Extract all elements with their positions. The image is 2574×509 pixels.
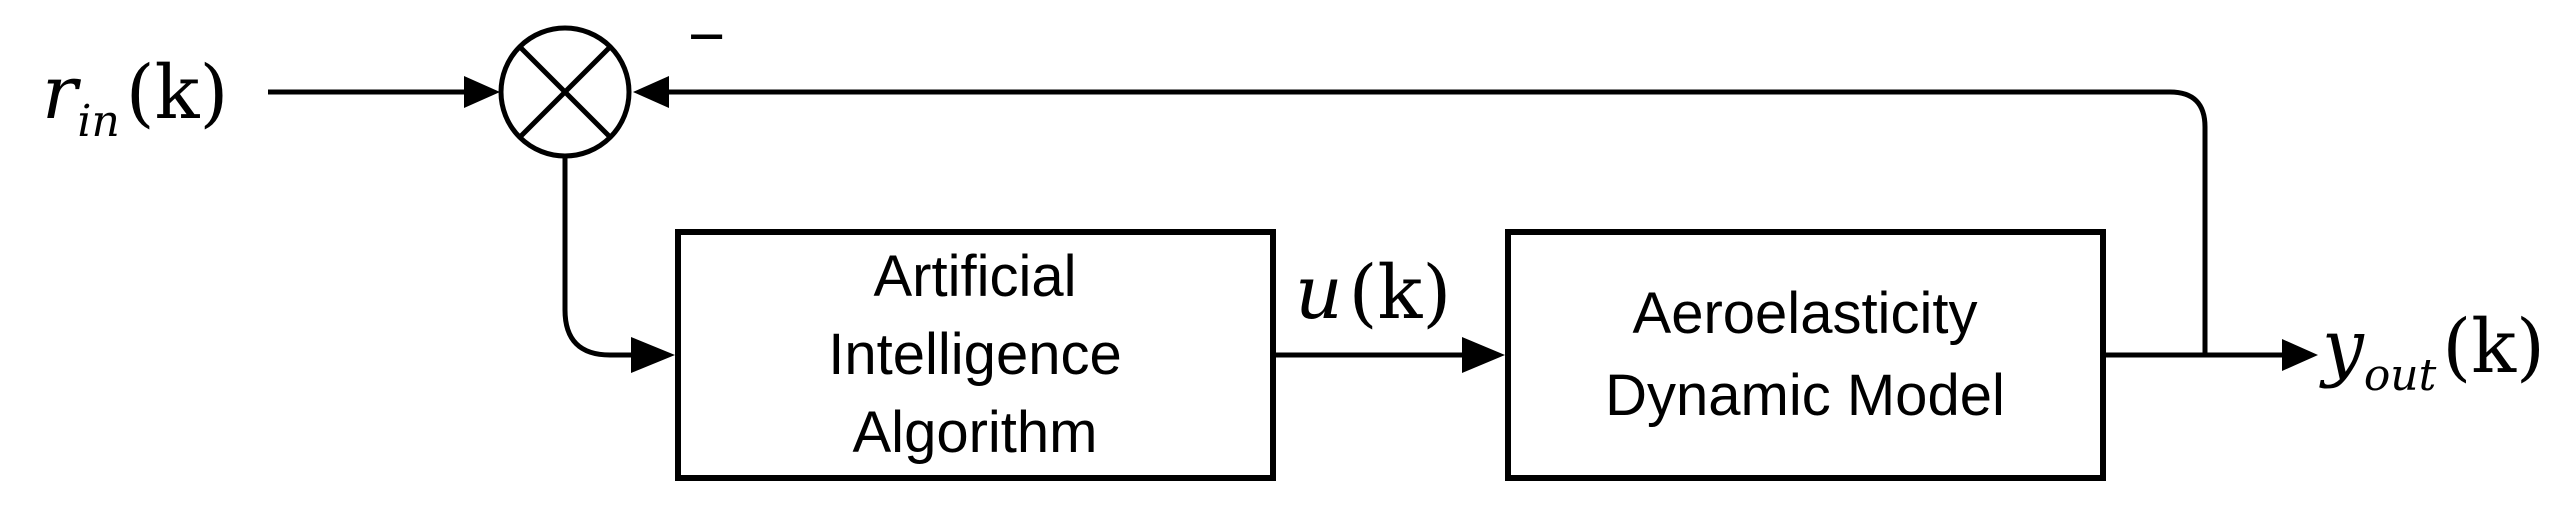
aeroelastic-model-block: [1505, 229, 2106, 481]
feedback-wire: [668, 89, 2208, 355]
input-arrowhead: [464, 76, 500, 108]
output-signal-label: yout(k): [2319, 304, 2545, 401]
ai-algorithm-block: [675, 229, 1276, 481]
output-signal-subscript: out: [2364, 350, 2437, 401]
feedback-minus-sign: −: [688, 0, 725, 72]
aeroelastic-model-line-1: Aeroelasticity: [1633, 281, 1978, 346]
ai-algorithm-line-1: Artificial: [873, 244, 1076, 309]
control-signal-arrowhead: [1462, 337, 1505, 373]
control-signal-argument: (k): [1349, 250, 1452, 336]
error-signal-arrowhead: [631, 337, 675, 373]
input-signal-label: rin(k): [42, 50, 228, 147]
ai-algorithm-line-3: Algorithm: [853, 400, 1098, 465]
output-signal-argument: (k): [2442, 304, 2545, 390]
ai-algorithm-line-2: Intelligence: [828, 322, 1121, 387]
control-signal-symbol: u: [1295, 250, 1343, 336]
aeroelastic-model-line-2: Dynamic Model: [1605, 363, 2005, 428]
input-signal-argument: (k): [126, 50, 229, 136]
input-signal-symbol: r: [42, 50, 82, 136]
output-signal-symbol: y: [2319, 304, 2365, 390]
output-arrowhead: [2282, 339, 2318, 371]
feedback-arrowhead: [633, 76, 669, 108]
input-signal-subscript: in: [77, 96, 119, 147]
control-signal-label: u(k): [1295, 250, 1451, 336]
summing-junction: [498, 25, 632, 159]
error-signal-wire: [562, 156, 632, 358]
